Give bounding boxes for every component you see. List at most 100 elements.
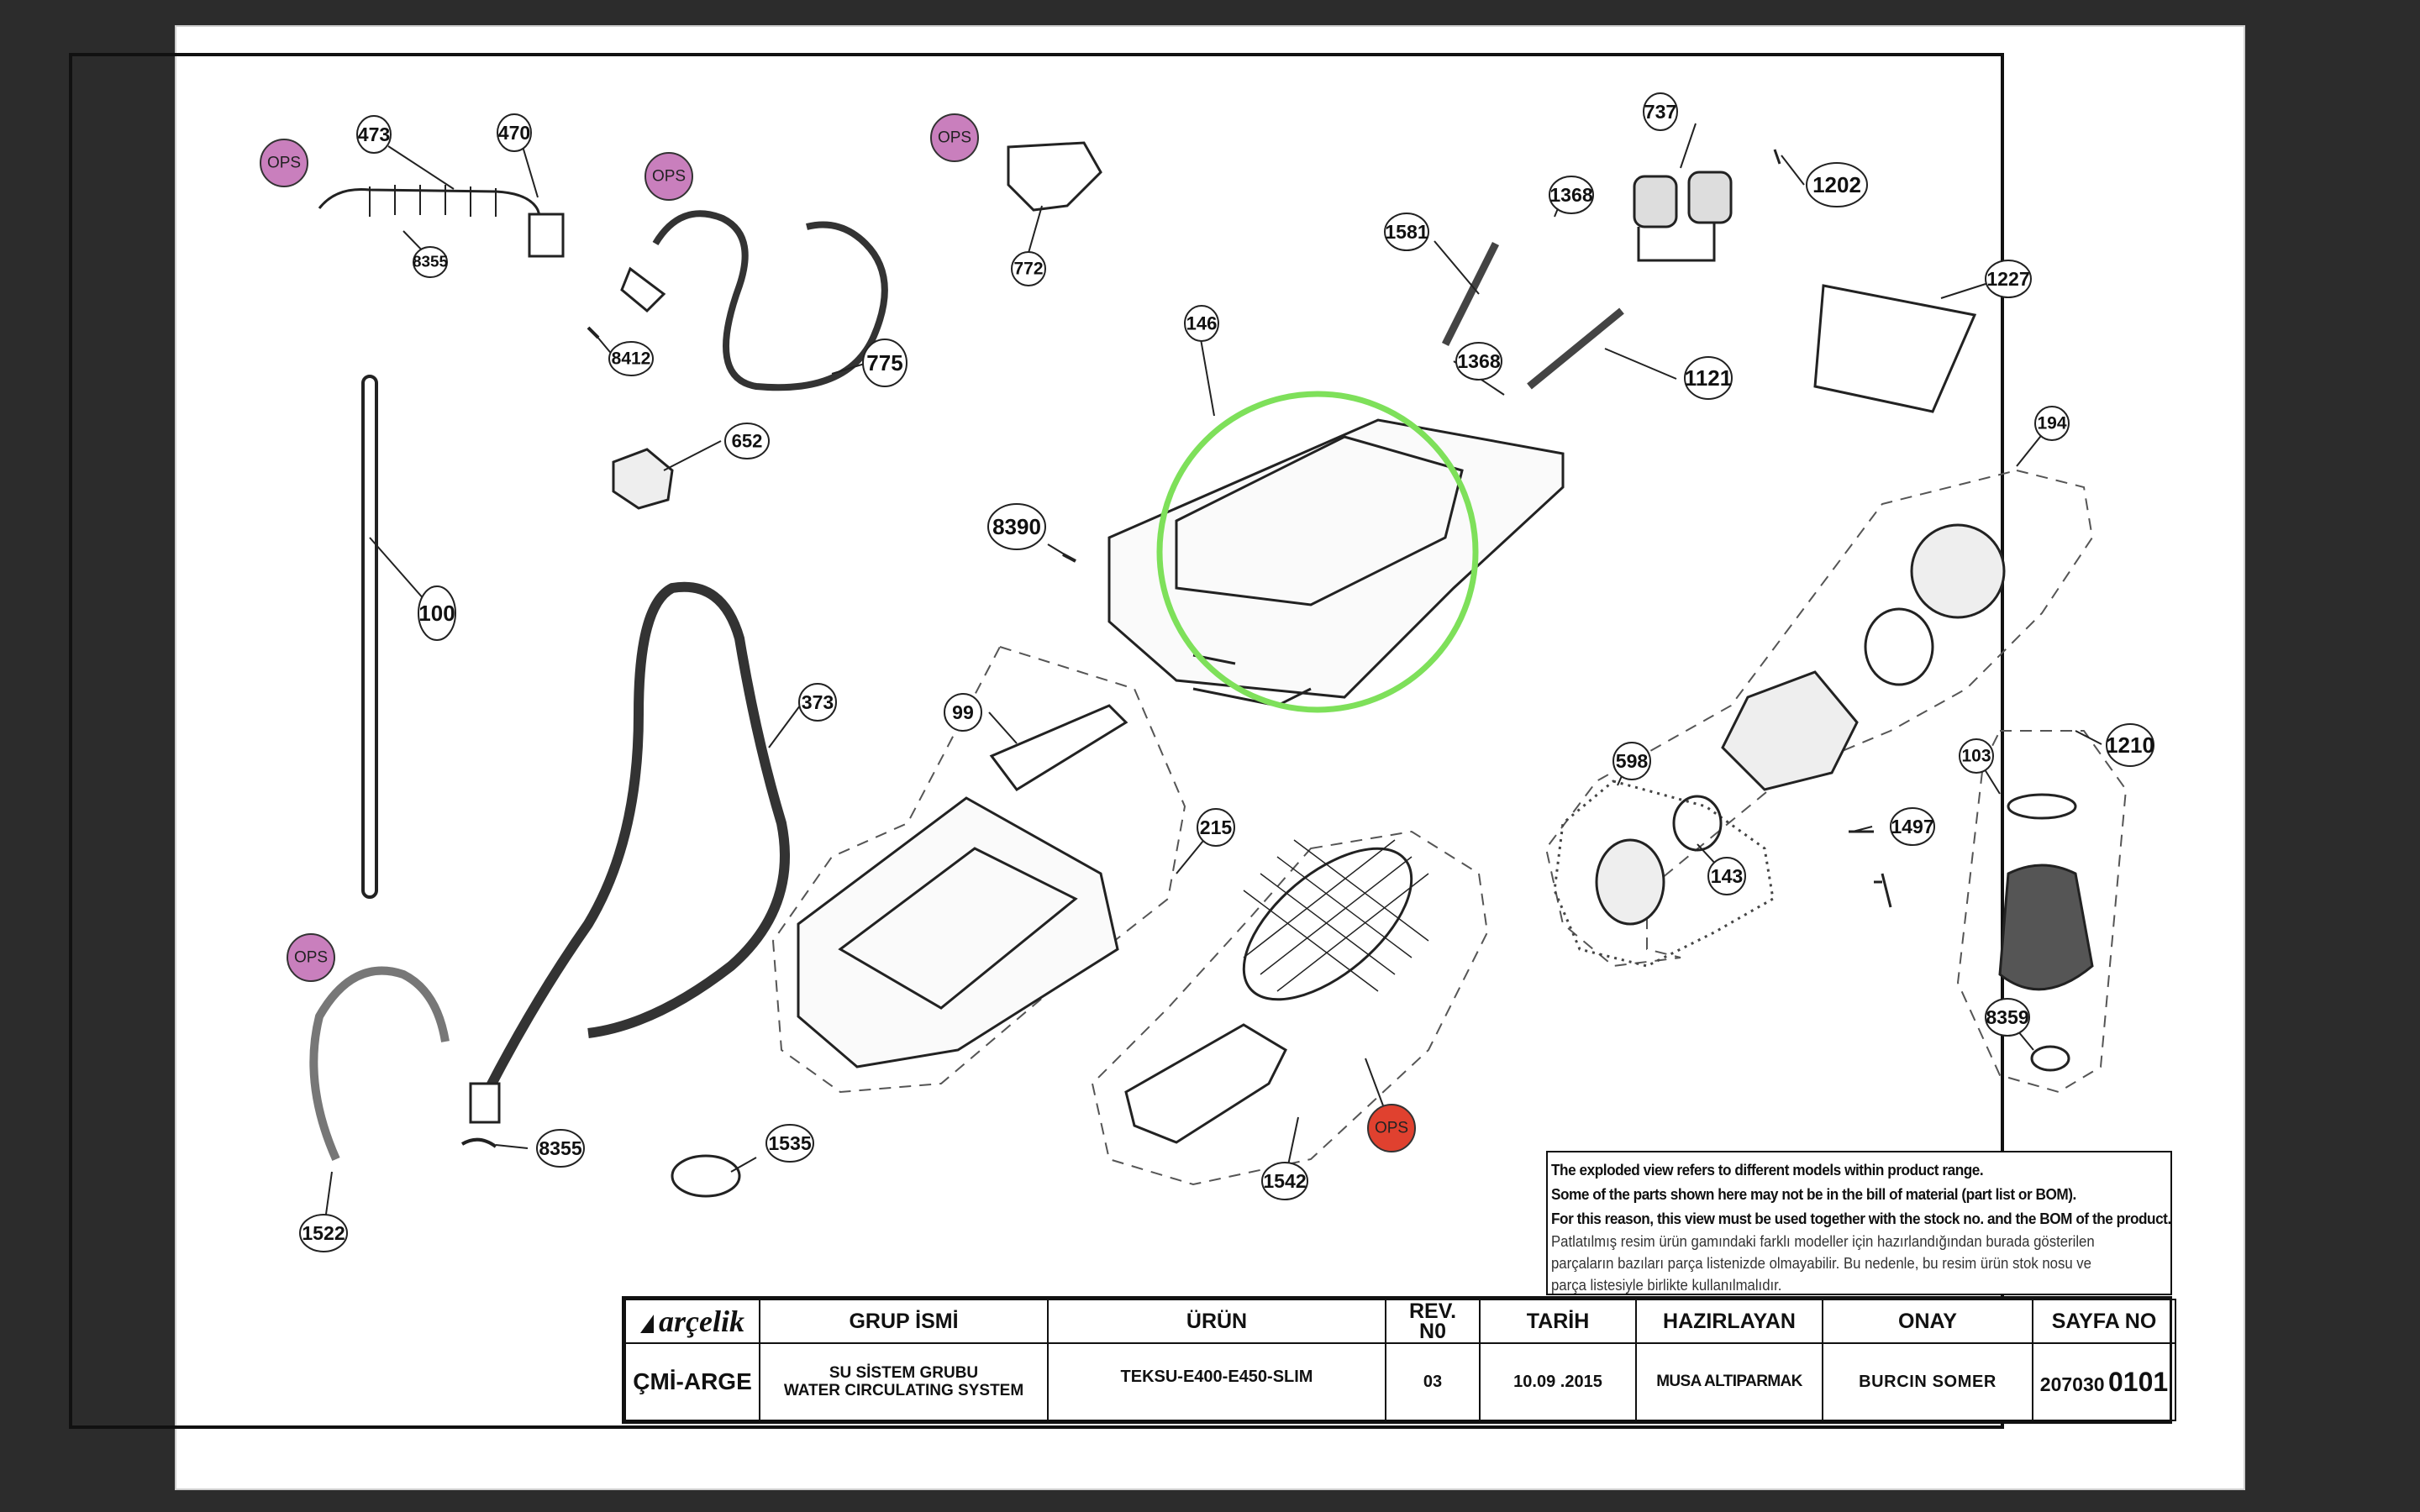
callout-label: 100 — [418, 601, 455, 626]
part-hose-1121 — [1527, 307, 1624, 390]
drawing-frame — [69, 53, 2004, 1429]
part-clip-1202 — [1773, 149, 1781, 165]
callout-label: 8390 — [992, 514, 1041, 539]
header-group: GRUP İSMİ — [759, 1299, 1049, 1344]
callout-bubble — [798, 683, 837, 722]
part-pump-motor — [1910, 523, 2006, 619]
callout-label: 1368 — [1457, 350, 1501, 372]
callout-label: 215 — [1200, 816, 1233, 838]
part-inlet-hose-end — [620, 266, 666, 313]
ops-badge-label: OPS — [938, 129, 971, 147]
callout-label: 1202 — [1812, 172, 1861, 197]
header-rev-line1: REV. — [1408, 1299, 1457, 1323]
header-rev-line2: N0 — [1419, 1320, 1446, 1343]
callout-bubble — [944, 693, 982, 732]
header-prepared: HAZIRLAYAN — [1635, 1299, 1823, 1344]
part-pump-housing — [1721, 670, 1859, 791]
callout-label: 470 — [498, 122, 531, 144]
org-name: ÇMİ-ARGE — [624, 1342, 760, 1421]
callout-bubble — [1384, 213, 1429, 251]
ops-badge-circle — [930, 113, 979, 162]
ops-badge-circle — [287, 933, 335, 982]
note-tr-line: parçaların bazıları parça listenizde olm… — [1551, 1255, 2091, 1272]
callout-194: 194 — [2034, 406, 2070, 441]
callout-label: 652 — [732, 431, 763, 452]
highlight-circle — [1156, 391, 1479, 713]
callout-bubble — [724, 423, 770, 459]
note-en-line: Some of the parts shown here may not be … — [1551, 1185, 2076, 1203]
part-inlet-hose — [652, 210, 888, 391]
date-value: 10.09 .2015 — [1479, 1342, 1637, 1421]
callout-146: 146 — [1184, 305, 1219, 342]
callout-label: 8359 — [1986, 1006, 2028, 1028]
ops-badge-circle — [1367, 1104, 1416, 1152]
callout-1210: 1210 — [2106, 723, 2154, 767]
part-drain-hose — [474, 581, 790, 1111]
callout-bubble — [1985, 998, 2030, 1037]
header-approval: ONAY — [1822, 1299, 2033, 1344]
note-tr-line: Patlatılmış resim ürün gamındaki farklı … — [1551, 1233, 2095, 1250]
callout-bubble — [1959, 738, 1994, 774]
callout-label: 473 — [358, 123, 391, 145]
part-nut-652 — [612, 448, 674, 510]
logo-mark-icon — [640, 1315, 654, 1333]
callout-label: 1535 — [768, 1132, 812, 1154]
note-en-line: For this reason, this view must be used … — [1551, 1210, 2171, 1227]
callout-label: 598 — [1616, 750, 1649, 772]
callout-99: 99 — [944, 693, 982, 732]
product-name: TEKSU-E400-E450-SLIM — [1047, 1342, 1386, 1421]
disclaimer-notes: The exploded view refers to different mo… — [1546, 1151, 2172, 1295]
part-filter-seal — [1672, 795, 1723, 852]
callout-1497: 1497 — [1890, 807, 1935, 846]
part-elbow-connector — [528, 213, 565, 258]
part-drain-elbow-corrugation — [369, 185, 497, 217]
callout-bubble — [1011, 251, 1046, 286]
callout-bubble — [1612, 742, 1651, 780]
callout-8390: 8390 — [987, 503, 1046, 550]
rev-value: 03 — [1385, 1342, 1481, 1421]
callout-label: 775 — [866, 350, 902, 375]
prepared-value: MUSA ALTIPARMAK — [1635, 1342, 1823, 1421]
group-name-line2: WATER CIRCULATING SYSTEM — [783, 1382, 1024, 1399]
part-pressure-switch — [1007, 141, 1102, 212]
part-cover-1227 — [1813, 284, 1977, 413]
callout-652: 652 — [724, 423, 770, 459]
callout-label: 1542 — [1263, 1170, 1306, 1192]
ops-badge: OPS — [1367, 1104, 1416, 1152]
callout-8355: 8355 — [413, 246, 448, 278]
title-block: arçelik GRUP İSMİ ÜRÜN REV.N0 TARİH HAZI… — [622, 1296, 2176, 1424]
callout-label: 1368 — [1549, 184, 1593, 206]
callout-8355: 8355 — [536, 1129, 585, 1168]
callout-label: 772 — [1013, 260, 1043, 279]
header-product: ÜRÜN — [1047, 1299, 1386, 1344]
group-outline-filter — [1091, 830, 1489, 1186]
part-clamp — [671, 1154, 741, 1198]
part-detergent-box — [1107, 418, 1565, 707]
callout-bubble — [987, 503, 1046, 550]
part-dispenser-drawer — [797, 796, 1119, 1068]
group-name-line1: SU SİSTEM GRUBU — [829, 1364, 979, 1382]
callout-103: 103 — [1959, 738, 1994, 774]
callout-bubble — [1985, 260, 2032, 298]
part-bend-pipe — [309, 966, 450, 1162]
group-outline-dispenser — [771, 645, 1186, 1094]
callout-label: 1121 — [1685, 365, 1732, 391]
callout-1535: 1535 — [765, 1124, 814, 1163]
part-mesh-filter — [1242, 839, 1429, 1001]
part-pump-oring — [1864, 607, 1934, 686]
callout-bubble — [497, 113, 532, 152]
callout-label: 1210 — [2106, 732, 2154, 758]
callout-1542: 1542 — [1261, 1162, 1308, 1200]
callout-1227: 1227 — [1985, 260, 2032, 298]
ops-badge: OPS — [644, 152, 693, 201]
callout-bubble — [1261, 1162, 1308, 1200]
callout-bubble — [765, 1124, 814, 1163]
callout-100: 100 — [418, 585, 456, 641]
ops-badge: OPS — [287, 933, 335, 982]
callout-bubble — [1184, 305, 1219, 342]
callout-bubble — [1684, 356, 1733, 400]
callout-1121: 1121 — [1684, 356, 1733, 400]
